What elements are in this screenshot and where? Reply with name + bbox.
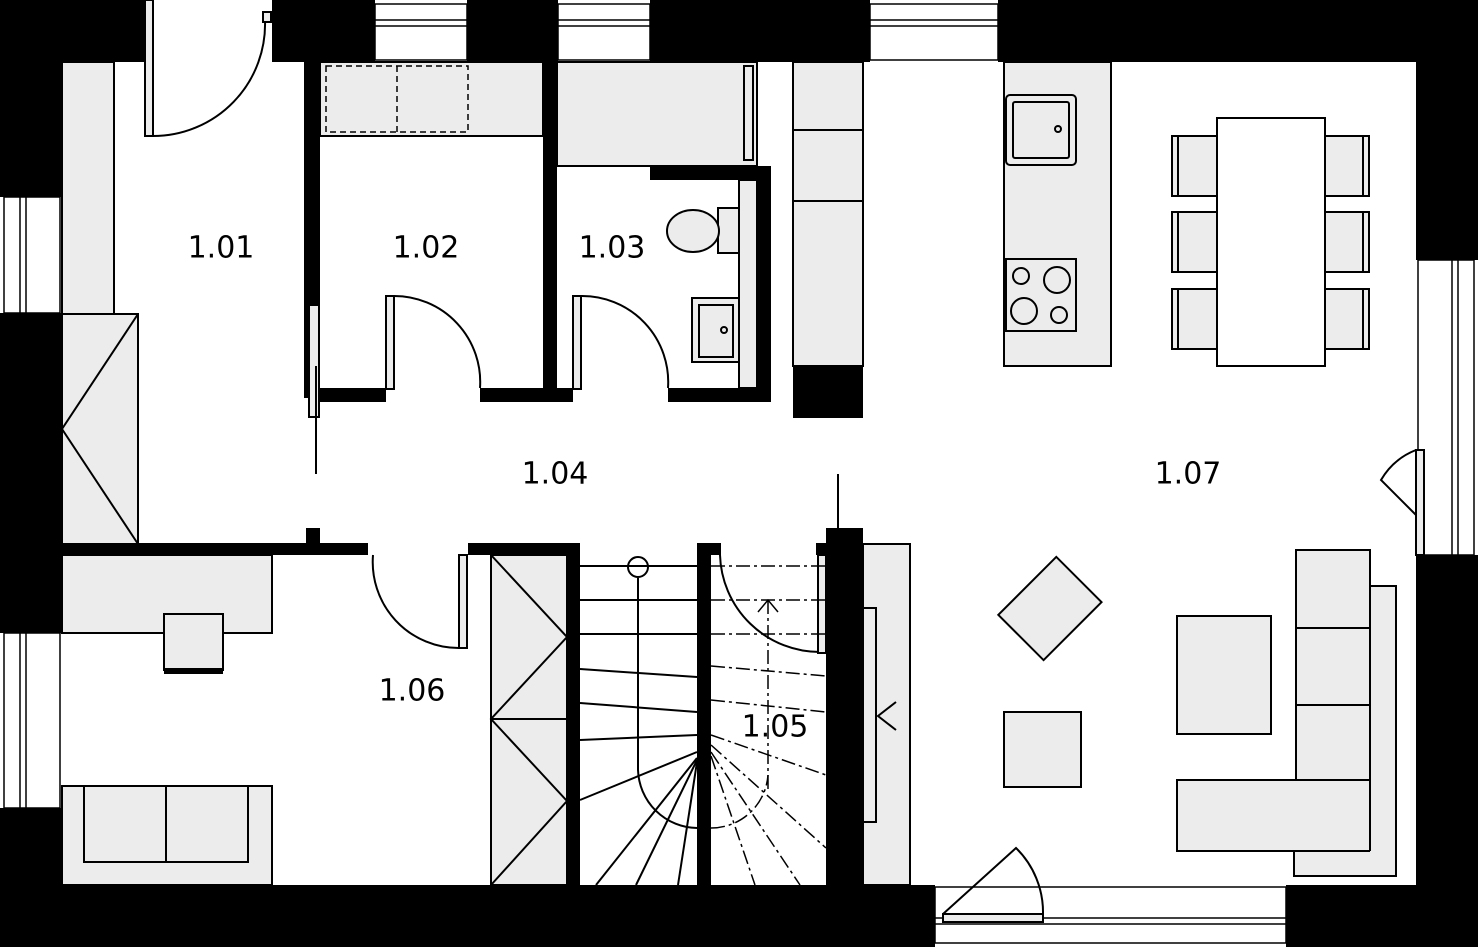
room-label-1-02: 1.02: [393, 231, 460, 266]
stove-burner-icon: [1012, 267, 1030, 285]
room-label-1-06: 1.06: [379, 674, 446, 709]
entrance-furniture: [60, 61, 139, 545]
sink-icon: [720, 326, 728, 334]
room-label-1-04: 1.04: [522, 457, 589, 492]
wc-fixtures: [666, 179, 758, 389]
staircase: [579, 556, 827, 886]
living-room-furniture: [862, 543, 1397, 886]
room-labels: 1.01 1.02 1.03 1.04 1.05 1.06 1.07: [188, 231, 1222, 745]
storage-furniture: [319, 61, 758, 167]
dining-table: [1216, 117, 1326, 367]
room-label-1-03: 1.03: [579, 231, 646, 266]
study-furniture: [61, 554, 569, 886]
dining-set: [1171, 117, 1370, 367]
room-label-1-07: 1.07: [1155, 457, 1222, 492]
room-label-1-05: 1.05: [742, 710, 809, 745]
sink-drain-icon: [1054, 125, 1062, 133]
room-label-1-01: 1.01: [188, 231, 255, 266]
doors: [144, 0, 1425, 923]
kitchen: [792, 61, 1112, 367]
toilet-icon: [666, 209, 720, 253]
